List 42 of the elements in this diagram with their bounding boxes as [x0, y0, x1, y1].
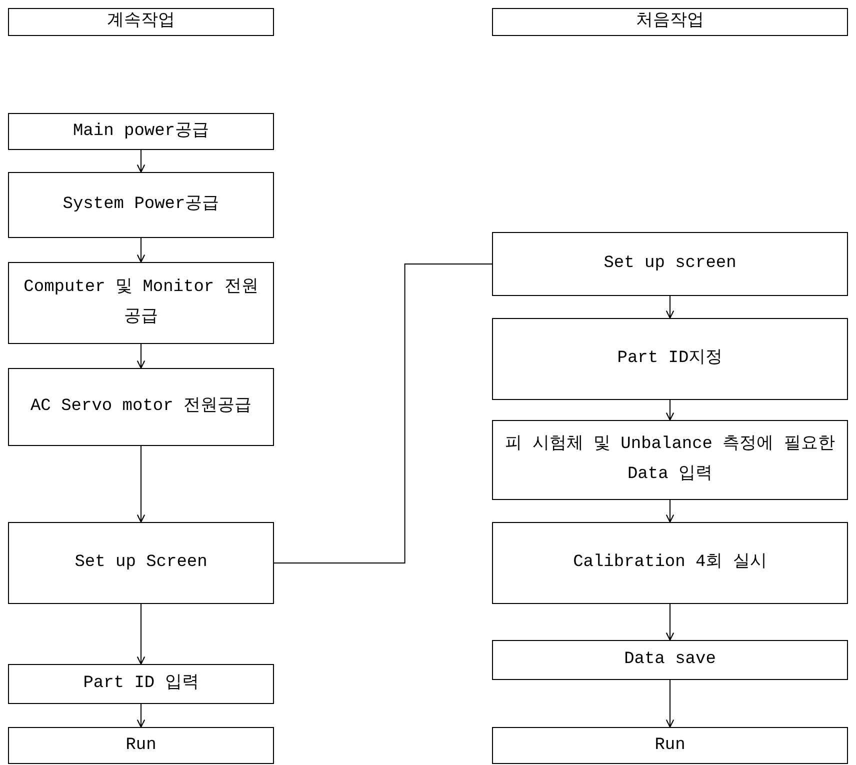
process-box — [8, 664, 274, 704]
arrow — [136, 446, 146, 523]
process-box — [8, 522, 274, 604]
process-box — [492, 727, 848, 764]
box-label: Data save — [624, 649, 716, 671]
box-label: AC Servo motor 전원공급 — [30, 396, 252, 418]
box-label: Part ID지정 — [617, 348, 723, 370]
arrow — [666, 680, 674, 728]
box-label: 계속작업 — [107, 11, 175, 33]
process-box — [8, 262, 274, 344]
connector-line — [274, 264, 492, 564]
box-label: 피 시험체 및 Unbalance 측정에 필요한 Data 입력 — [504, 434, 836, 486]
process-box — [8, 113, 274, 150]
arrow — [666, 500, 674, 523]
arrow — [666, 400, 674, 421]
box-label: Set up Screen — [74, 552, 208, 574]
process-box — [492, 8, 848, 36]
process-box — [492, 232, 848, 296]
box-label: Run — [126, 734, 156, 756]
box-label: Computer 및 Monitor 전원공급 — [22, 277, 260, 329]
arrow — [136, 604, 146, 665]
box-label: System Power공급 — [62, 194, 220, 216]
process-box — [492, 640, 848, 680]
process-box — [8, 8, 274, 36]
box-label: 처음작업 — [636, 11, 704, 33]
arrow — [136, 150, 146, 173]
process-box — [492, 318, 848, 400]
process-box — [492, 522, 848, 604]
arrow — [136, 344, 146, 369]
process-box — [8, 172, 274, 238]
arrow — [136, 238, 146, 263]
process-box — [8, 727, 274, 764]
arrow — [666, 296, 674, 319]
box-label: Calibration 4회 실시 — [573, 552, 767, 574]
box-label: Set up screen — [604, 253, 736, 275]
arrow — [136, 704, 146, 728]
arrow — [666, 604, 674, 641]
box-label: Run — [654, 734, 686, 756]
box-label: Main power공급 — [72, 120, 210, 142]
box-label: Part ID 입력 — [83, 673, 199, 695]
process-box — [8, 368, 274, 446]
process-box — [492, 420, 848, 500]
